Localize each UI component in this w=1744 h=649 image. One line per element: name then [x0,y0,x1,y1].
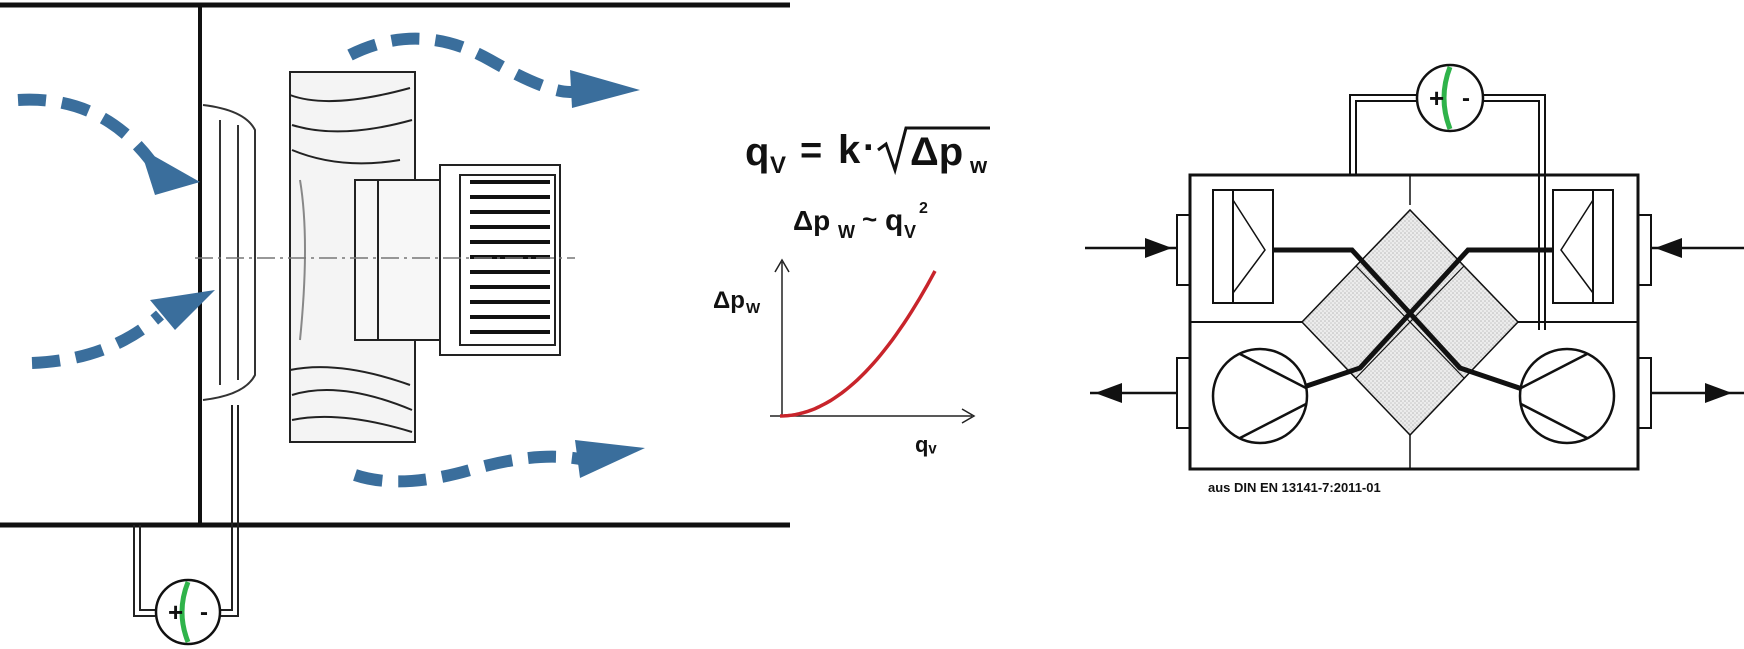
inlet-nozzle [202,104,256,401]
airflow-arrowhead [150,290,215,330]
formula-q-subscript: V [770,152,786,179]
chart-y-label-subscript: W [746,300,761,317]
formula-q: q [745,130,769,174]
chart-y-label: Δp [713,287,745,314]
pressure-gauge-right: + - [1415,63,1485,133]
fan-right [1518,347,1616,445]
formula-dot: · [863,127,876,169]
relation-q-subscript: V [904,222,916,242]
formula-block: q V = k · Δp w [745,126,990,179]
airflow-arrowhead [575,440,645,478]
chart-y-axis-arrowhead [774,258,790,273]
fan-left [1211,347,1309,445]
relation-delta-p-subscript: W [838,222,855,242]
impeller [289,71,416,443]
source-caption: aus DIN EN 13141-7:2011-01 [1208,480,1381,495]
air-paths [1265,247,1555,398]
gauge-plus-sign: + [168,597,183,627]
sqrt-sign [877,126,990,176]
quadratic-curve [779,270,937,418]
airflow-arrows [17,32,587,488]
chart-x-label: qᵥ [915,432,937,457]
fan-diagram: + - [0,2,790,646]
gauge-minus-sign: - [200,599,208,626]
airflow-arrowhead [570,70,640,108]
pressure-tubes-right [1349,94,1546,330]
filter-right [1552,189,1614,304]
relation-q-superscript: 2 [919,200,928,217]
formula-delta-p-subscript: w [969,153,988,178]
airflow-arrowhead [140,148,200,195]
relation-tilde: ~ [862,204,877,234]
formula-k: k [838,128,861,172]
airflow-arrow [17,93,155,164]
pressure-gauge-left: + - [154,578,222,646]
duct-arrowheads [1095,238,1732,403]
pressure-flow-chart: Δp W qᵥ [713,258,976,457]
airflow-arrow [31,310,165,369]
relation-delta-p: Δp [793,205,830,236]
heat-recovery-unit [1085,94,1744,471]
chart-x-axis-arrowhead [961,408,976,424]
formula-delta-p: Δp [910,130,963,174]
relation-q: q [885,204,903,237]
airflow-arrow [347,32,583,98]
motor [354,164,561,356]
formula-equals: = [800,130,822,172]
motor-cooling-fins [470,180,550,334]
relation-block: Δp W ~ q V 2 [793,200,928,242]
gauge-minus-sign-right: - [1462,85,1470,112]
filter-left [1212,189,1274,304]
gauge-plus-sign-right: + [1429,83,1444,113]
cross-flow-heat-exchanger [1300,208,1520,437]
airflow-arrow [353,450,587,488]
